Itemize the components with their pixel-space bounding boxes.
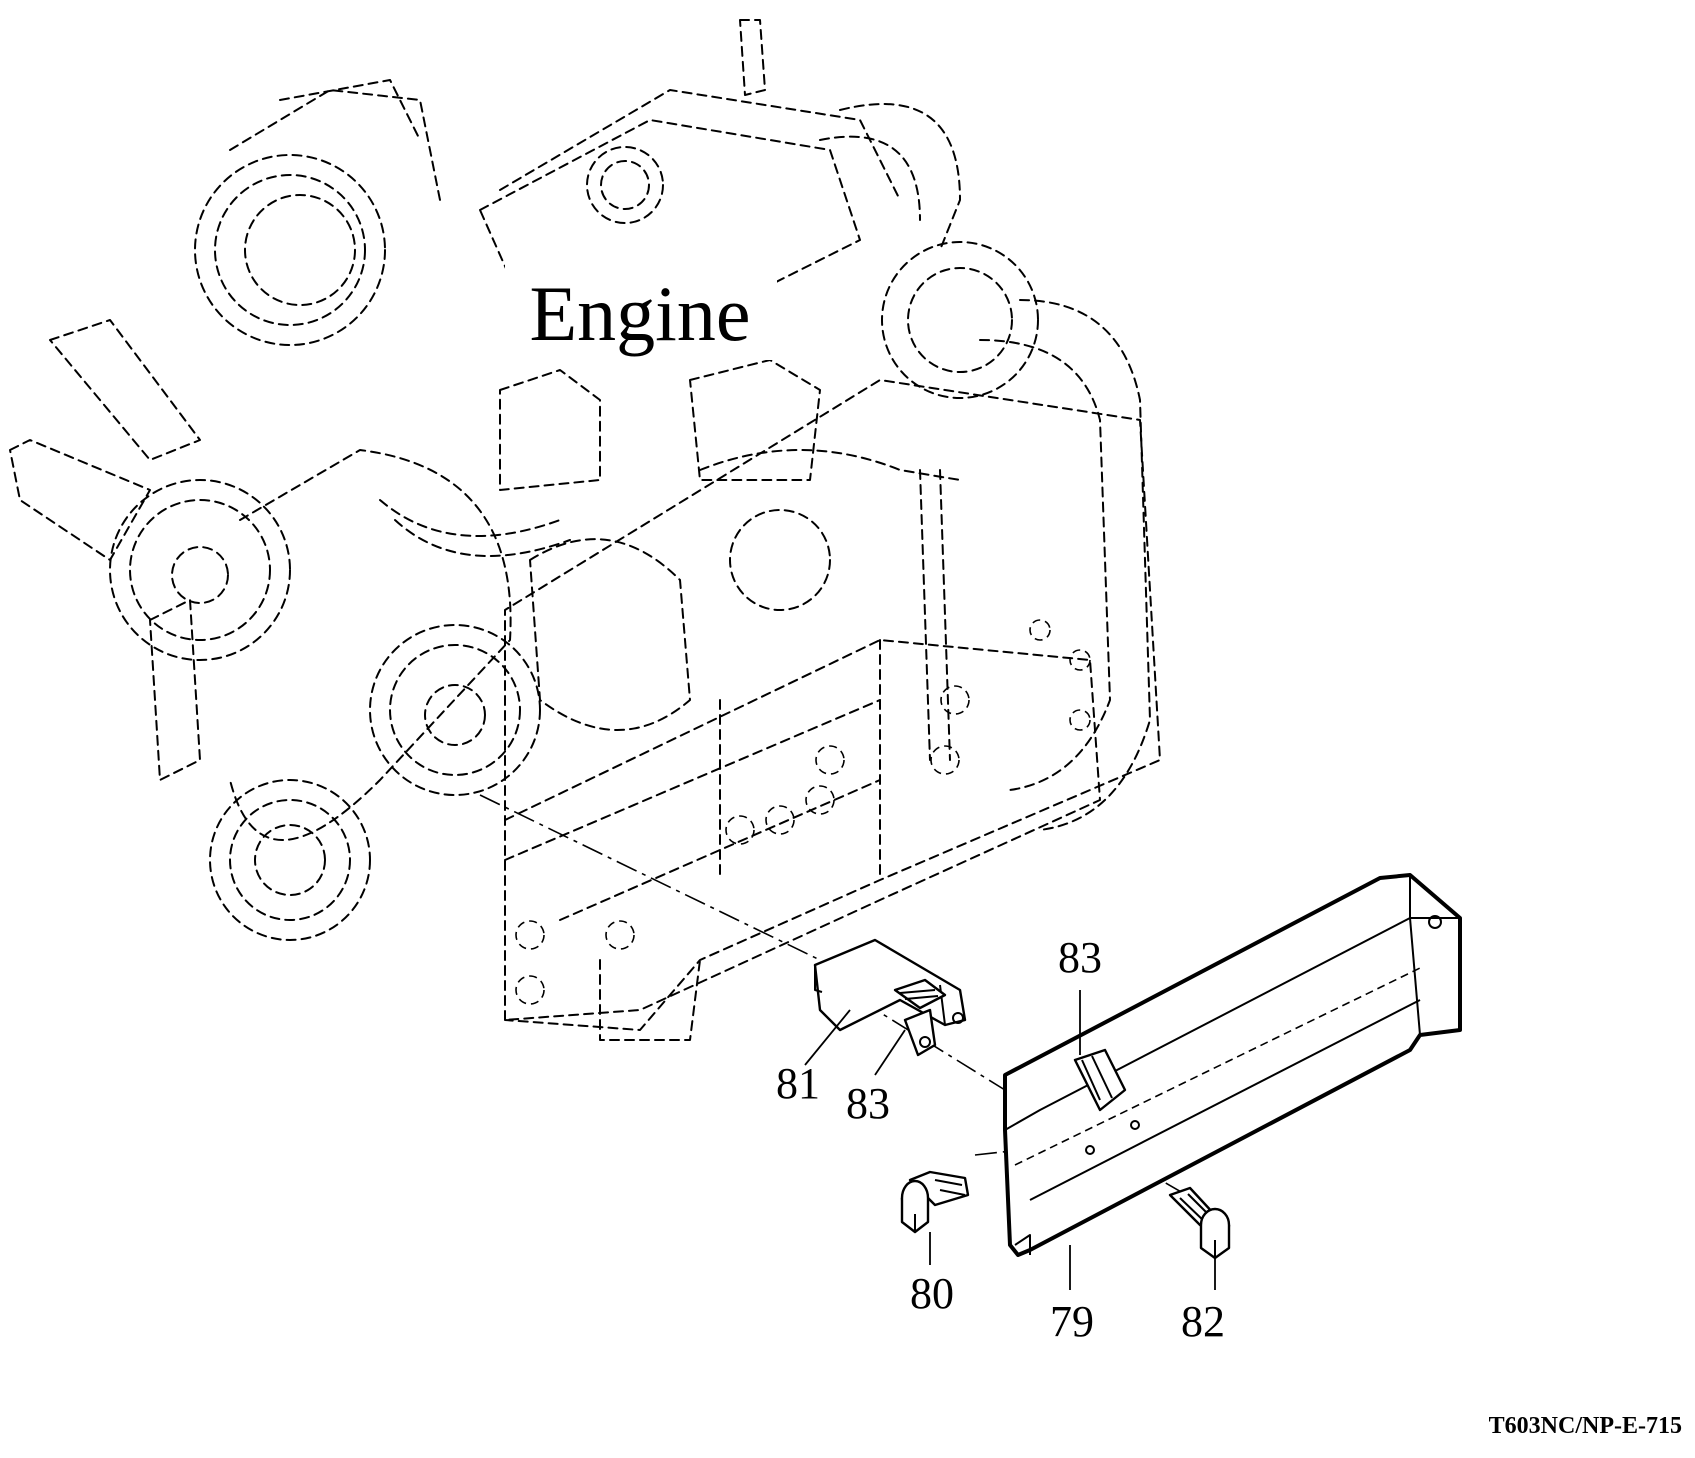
callout-82: 82 [1181,1297,1225,1346]
leader-lines [804,990,1216,1290]
engine-label: Engine [530,270,751,357]
bracket-part-81 [813,938,967,1057]
callout-83-bracket: 83 [846,1079,890,1128]
callout-83-shield: 83 [1058,933,1102,982]
bolt-part-80 [900,1170,970,1234]
callout-80: 80 [910,1269,954,1318]
bolt-part-82 [1168,1186,1231,1260]
heat-shield-part-79 [1003,873,1462,1257]
callout-79: 79 [1050,1297,1094,1346]
engine-label-background [505,262,777,360]
diagram-reference-code: T603NC/NP-E-715 [1489,1413,1682,1439]
engine-outline [9,19,1161,1041]
callout-81: 81 [776,1059,820,1108]
